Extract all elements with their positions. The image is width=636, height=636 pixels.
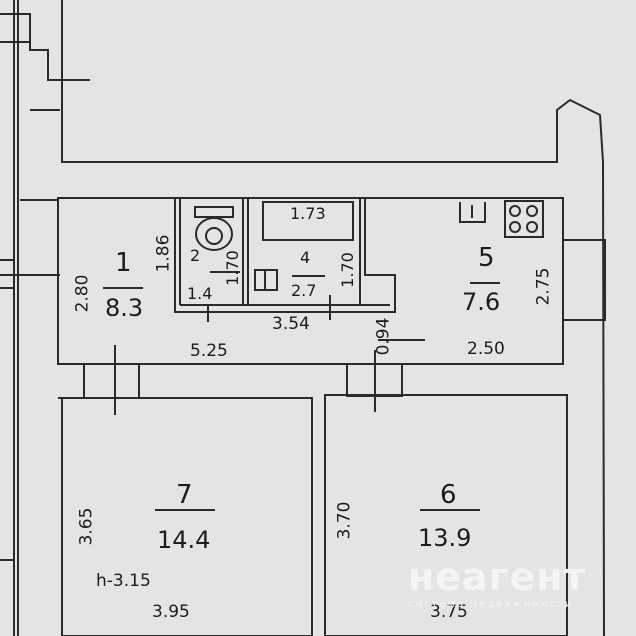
room-1-area: 8.3 [105, 294, 144, 322]
dim-1-70-b: 1.70 [337, 252, 357, 288]
toilet-tank [194, 206, 234, 218]
upper-building-outline [61, 0, 605, 636]
dim-3-75: 3.75 [430, 602, 468, 622]
dim-2-80: 2.80 [72, 274, 93, 313]
room-6-area: 13.9 [418, 524, 472, 552]
dim-0-94: 0.94 [373, 317, 394, 356]
dim-2-50: 2.50 [467, 339, 505, 359]
watermark-brand: неагент [408, 555, 587, 599]
room-5-area: 7.6 [462, 288, 501, 316]
dim-3-95: 3.95 [152, 602, 190, 622]
kitchen-sink [459, 202, 486, 223]
room-7-outline [61, 397, 313, 636]
right-window [562, 239, 606, 321]
room-6-number: 6 [440, 480, 457, 510]
room-4-area: 2.7 [291, 281, 317, 300]
dim-1-73: 1.73 [290, 204, 326, 223]
dim-5-25: 5.25 [190, 341, 228, 361]
bathtub [262, 201, 354, 241]
stove [504, 200, 544, 238]
watermark-tagline: система недвижимости [408, 599, 574, 610]
dim-3-65: 3.65 [76, 507, 97, 546]
connector-left [83, 363, 140, 399]
dim-1-70-a: 1.70 [222, 250, 242, 286]
dim-3-70: 3.70 [334, 501, 355, 540]
dim-1-86: 1.86 [153, 234, 174, 273]
toilet-bowl [195, 217, 233, 251]
dim-2-75: 2.75 [533, 267, 554, 306]
dim-3-54: 3.54 [272, 314, 310, 334]
room-5-number: 5 [478, 243, 495, 273]
ceiling-height: h-3.15 [96, 571, 151, 591]
room-2-area: 1.4 [187, 284, 213, 303]
corridor-partition [174, 198, 396, 313]
room-7-area: 14.4 [157, 526, 211, 554]
room-2-number: 2 [190, 246, 201, 265]
room-7-number: 7 [176, 480, 193, 510]
stair-lines [0, 13, 90, 81]
room-1-number: 1 [115, 248, 132, 278]
room-4-number: 4 [300, 248, 311, 267]
